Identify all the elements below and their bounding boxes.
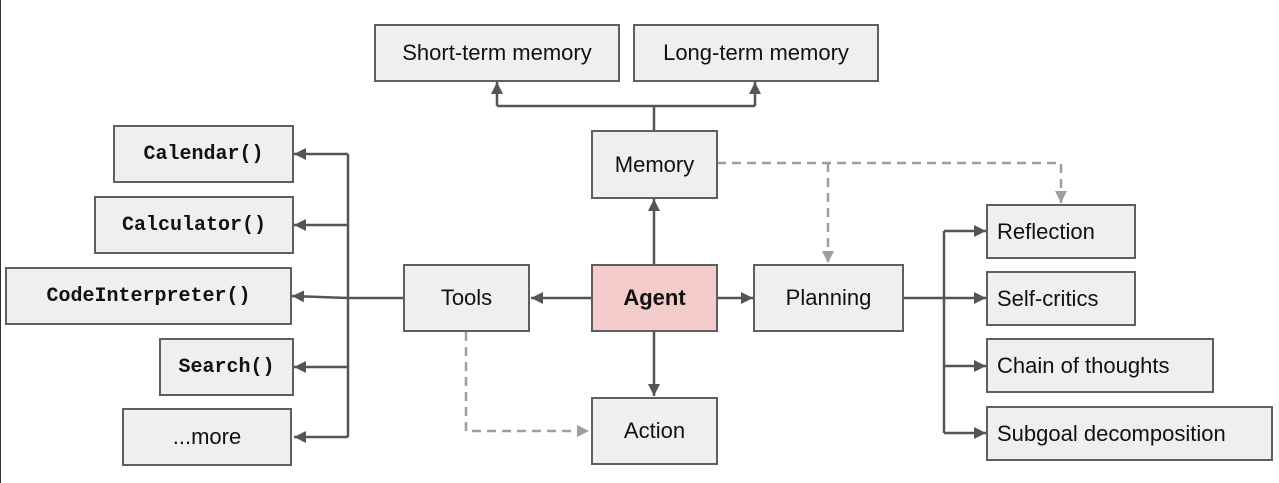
- long-term-memory-box: Long-term memory: [633, 24, 879, 82]
- reflection-box: Reflection: [986, 204, 1136, 259]
- dashed-tools-to-action: [464, 332, 589, 437]
- short-term-memory-box: Short-term memory: [374, 24, 620, 82]
- calendar-tool-box: Calendar(): [113, 125, 294, 183]
- arrow-to-code-interpreter: [291, 290, 349, 303]
- frame-border: [0, 0, 1, 483]
- self-critics-box: Self-critics: [986, 271, 1136, 326]
- action-box: Action: [591, 397, 718, 465]
- code-interpreter-tool-box: CodeInterpreter(): [5, 267, 292, 325]
- dashed-memory-to-reflection: [717, 161, 1067, 203]
- tools-box: Tools: [403, 264, 530, 332]
- subgoal-decomposition-box: Subgoal decomposition: [986, 406, 1273, 461]
- search-tool-box: Search(): [159, 338, 294, 396]
- agent-box: Agent: [591, 264, 718, 332]
- chain-of-thoughts-box: Chain of thoughts: [986, 338, 1214, 393]
- more-tools-box: ...more: [122, 408, 292, 466]
- memory-box: Memory: [591, 130, 718, 199]
- calculator-tool-box: Calculator(): [94, 196, 294, 254]
- planning-box: Planning: [753, 264, 904, 332]
